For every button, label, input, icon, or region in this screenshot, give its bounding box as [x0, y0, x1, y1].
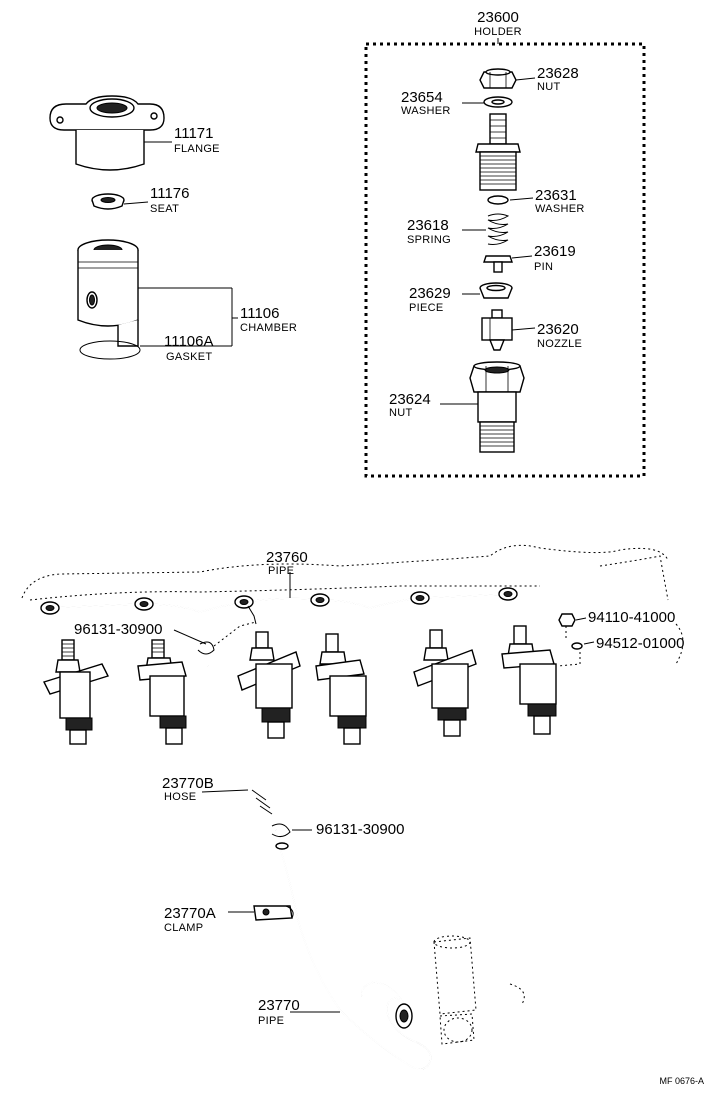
hose-number: 23770B [162, 775, 214, 792]
clamp-number: 23770A [164, 905, 216, 922]
nut-small-part [558, 613, 576, 627]
flange-part [49, 95, 165, 171]
holder-group-box [364, 42, 646, 478]
engine-head-outline [21, 544, 669, 599]
hose-part [206, 665, 278, 831]
washer-mid-part [487, 195, 509, 205]
injector-1 [43, 639, 109, 745]
flange-number: 11171 [174, 125, 214, 142]
gasket-part [79, 340, 141, 360]
washer-top-number: 23654 [401, 89, 443, 106]
injector-6 [501, 625, 557, 735]
nozzle-part [481, 309, 513, 351]
gasket-number: 11106A [164, 333, 214, 350]
clip-bottom-part [271, 823, 291, 838]
nozzle-label: NOZZLE [537, 338, 582, 350]
washer-small-part [571, 642, 583, 650]
clip-top-part [197, 641, 215, 655]
nut-bottom-number: 23624 [389, 391, 431, 408]
spring-part [487, 213, 510, 245]
pin-part [483, 255, 513, 273]
flange-label: FLANGE [174, 143, 220, 155]
clamp-label: CLAMP [164, 922, 203, 934]
chamber-part [77, 239, 139, 347]
figure-reference: MF 0676-A [659, 1076, 704, 1086]
injector-3 [237, 631, 301, 739]
nut-top-part [479, 68, 517, 89]
seat-part [91, 193, 125, 210]
clip-bottom-number: 96131-30900 [316, 821, 404, 838]
injector-4 [315, 633, 367, 745]
piece-part [479, 282, 513, 299]
washer-top-label: WASHER [401, 105, 451, 117]
chamber-label: CHAMBER [240, 322, 297, 334]
pipe-return-number: 23770 [258, 997, 300, 1014]
pipe-rail-part [40, 587, 518, 625]
pin-label: PIN [534, 261, 553, 273]
injector-2 [137, 639, 187, 745]
hose-label: HOSE [164, 791, 196, 803]
pin-number: 23619 [534, 243, 576, 260]
clip-top-number: 96131-30900 [74, 621, 162, 638]
pipe-rail-number: 23760 [266, 549, 308, 566]
washer-mid-number: 23631 [535, 187, 577, 204]
nozzle-number: 23620 [537, 321, 579, 338]
washer-small-number: 94512-01000 [596, 635, 684, 652]
nut-top-number: 23628 [537, 65, 579, 82]
nut-small-number: 94110-41000 [588, 609, 675, 626]
seat-number: 11176 [150, 185, 190, 202]
holder-number: 23600 [477, 9, 519, 26]
holder-label: HOLDER [474, 26, 522, 38]
chamber-number: 11106 [240, 305, 280, 322]
pipe-return-label: PIPE [258, 1015, 284, 1027]
nut-top-label: NUT [537, 81, 561, 93]
spring-label: SPRING [407, 234, 451, 246]
washer-mid-label: WASHER [535, 203, 585, 215]
holder-body-part [475, 113, 521, 191]
pipe-rail-label: PIPE [268, 565, 294, 577]
piece-label: PIECE [409, 302, 444, 314]
injector-5 [413, 629, 477, 737]
clamp-part [253, 905, 294, 921]
nut-bottom-label: NUT [389, 407, 413, 419]
nut-bottom-part [469, 361, 525, 453]
spring-number: 23618 [407, 217, 449, 234]
gasket-label: GASKET [166, 351, 212, 363]
seat-label: SEAT [150, 203, 179, 215]
piece-number: 23629 [409, 285, 451, 302]
pipe-return-part [275, 842, 432, 1070]
pump-outline [433, 935, 525, 1045]
